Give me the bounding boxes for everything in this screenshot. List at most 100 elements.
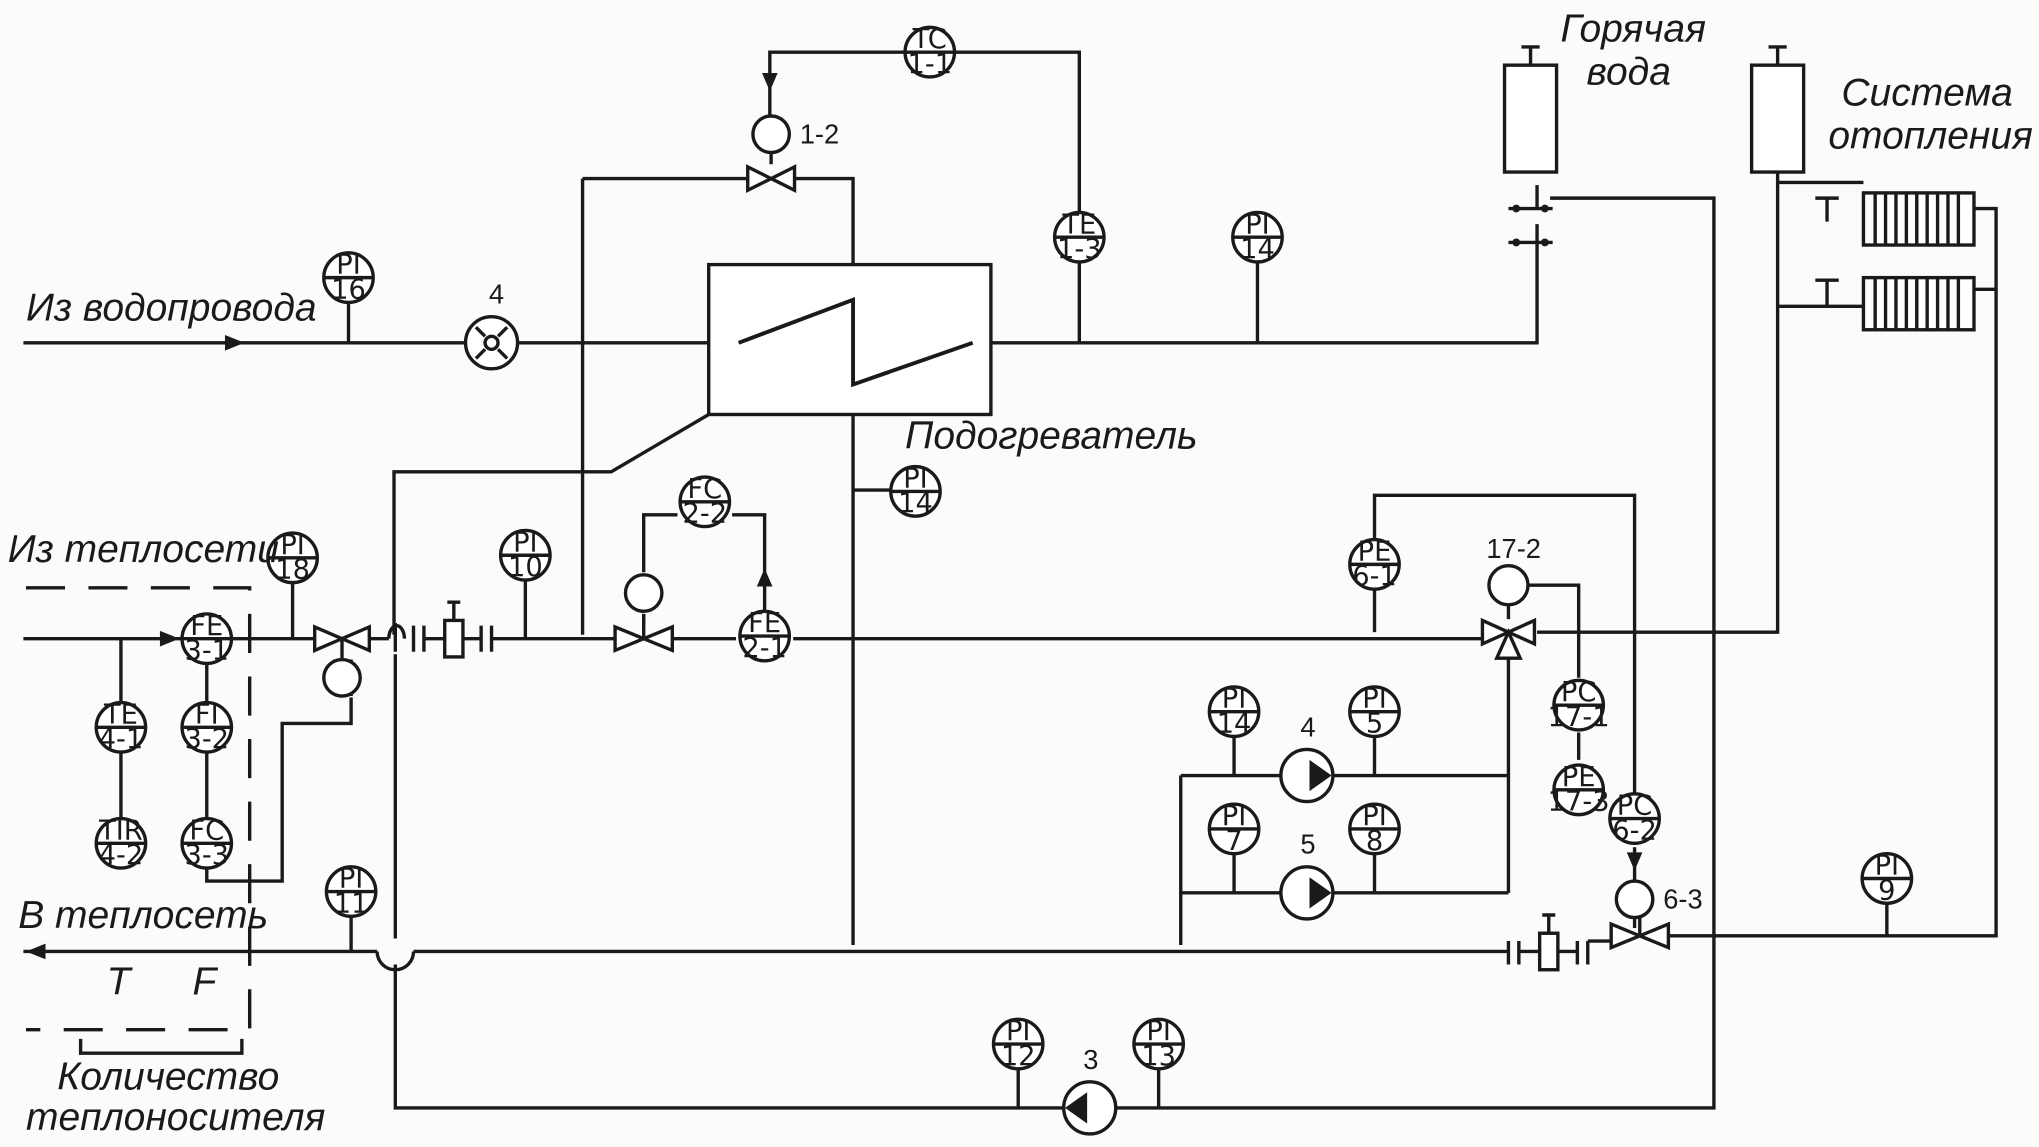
instrument-function-code: PI (1222, 684, 1247, 715)
num-actuator-1-2: 1-2 (800, 118, 839, 149)
metering-boundary (26, 586, 252, 1055)
pump-3 (1062, 1080, 1118, 1136)
instrument-tag-number: 14 (1217, 708, 1252, 739)
label-hot-water-1: Горячая (1560, 8, 1706, 51)
pipe-crossover (375, 623, 416, 972)
instrument-function-code: PI (903, 463, 928, 494)
instrument-tag-number: 11 (334, 888, 369, 919)
instrument-tag-number: 18 (275, 555, 310, 586)
hot-water-tank (1502, 45, 1559, 247)
label-letter-f: F (192, 960, 218, 1003)
control-valve-6-3 (1609, 879, 1671, 951)
orifice-plate-left (411, 600, 494, 659)
orifice-plate-right (1506, 913, 1590, 972)
instrument-function-code: PI (336, 250, 361, 281)
instrument-pi-5: PI5 (1348, 684, 1401, 740)
instrument-function-code: FC (189, 815, 224, 846)
num-actuator-6-3: 6-3 (1663, 883, 1702, 914)
instrument-pi-8: PI8 (1348, 801, 1401, 857)
instrument-function-code: PC (1617, 791, 1653, 822)
instrument-tag-number: 7 (1225, 826, 1242, 857)
instrument-tc-1-1: TC1-1 (903, 24, 957, 80)
instrument-tag-number: 5 (1366, 708, 1383, 739)
instrument-function-code: PI (1006, 1016, 1031, 1047)
radiator-2 (1861, 275, 1976, 332)
instrument-te-4-1: TE4-1 (94, 699, 148, 755)
label-heat-network-in: Из теплосети (8, 528, 279, 571)
num-pump-4: 4 (1300, 711, 1315, 742)
pipelines (23, 50, 1998, 1110)
instrument-tag-number: 4-2 (99, 840, 144, 871)
label-heating-system-1: Система (1841, 72, 2013, 115)
pump-5 (1279, 865, 1335, 921)
control-valve-1-2 (746, 114, 797, 194)
radiator-1 (1861, 191, 1976, 247)
instrument-fc-3-3: FC3-3 (180, 815, 234, 871)
text-labels: Из водопровода Из теплосети В теплосеть … (8, 8, 2033, 1139)
control-valve-3 (313, 624, 371, 698)
instrument-tag-number: 13 (1141, 1041, 1176, 1072)
label-coolant-qty-2: теплоносителя (26, 1096, 326, 1139)
instrument-fe-3-1: FE3-1 (180, 611, 234, 667)
instrument-function-code: PI (513, 527, 538, 558)
instrument-function-code: TE (103, 699, 138, 730)
instrument-function-code: PI (339, 864, 364, 895)
label-water-supply-in: Из водопровода (26, 287, 317, 330)
arrowheads (26, 72, 1643, 960)
instrument-function-code: TIR (98, 815, 143, 846)
circulation-loop (393, 196, 1716, 1110)
instrument-fi-3-2: FI3-2 (180, 699, 234, 755)
instrument-tag-number: 2-1 (742, 633, 787, 664)
instrument-function-code: PI (280, 530, 305, 561)
instrument-function-code: FI (195, 699, 219, 730)
label-heating-system-2: отопления (1828, 115, 2033, 158)
instrument-tag-number: 14 (1240, 234, 1275, 265)
flow-meter-4 (463, 315, 520, 371)
instrument-tag-number: 3-2 (184, 724, 229, 755)
instrument-layer: TC1-1TE1-3PI14PI16PI14PI18PI10FC2-2FE2-1… (94, 24, 1914, 1072)
label-heat-network-out: В теплосеть (18, 894, 268, 937)
instrument-function-code: PC (1561, 677, 1597, 708)
instrument-tag-number: 12 (1001, 1041, 1036, 1072)
instrument-pe-6-1: PE6-1 (1348, 536, 1401, 592)
instrument-tag-number: 3-3 (184, 840, 229, 871)
instrument-function-code: PI (1146, 1016, 1171, 1047)
label-letter-t: T (107, 960, 134, 1003)
heater (707, 262, 993, 417)
pump-4 (1279, 747, 1335, 804)
num-pump-3: 3 (1083, 1044, 1098, 1075)
instrument-tag-number: 14 (898, 488, 933, 519)
instrument-tag-number: 16 (331, 274, 366, 305)
instrument-function-code: PE (1562, 762, 1596, 793)
tc-loop-line (768, 50, 1082, 343)
instrument-function-code: PI (1222, 801, 1247, 832)
label-heater: Подогреватель (905, 414, 1197, 457)
instrument-function-code: FE (748, 608, 781, 639)
instrument-tag-number: 9 (1878, 875, 1895, 906)
instrument-tag-number: 1-3 (1057, 234, 1102, 265)
instrument-tag-number: 3-1 (184, 635, 229, 666)
num-actuator-17-2: 17-2 (1486, 533, 1541, 564)
instrument-function-code: PI (1245, 209, 1270, 240)
instrument-te-1-3: TE1-3 (1052, 209, 1106, 265)
instrument-pi-7: PI7 (1207, 801, 1261, 857)
instrument-tag-number: 8 (1366, 826, 1383, 857)
instrument-fc-2-2: FC2-2 (678, 474, 732, 530)
three-way-valve-17-2 (1480, 563, 1537, 660)
pump-block-lines (1179, 658, 1511, 945)
instrument-tag-number: 10 (508, 552, 543, 583)
instrument-fe-2-1: FE2-1 (738, 608, 792, 664)
